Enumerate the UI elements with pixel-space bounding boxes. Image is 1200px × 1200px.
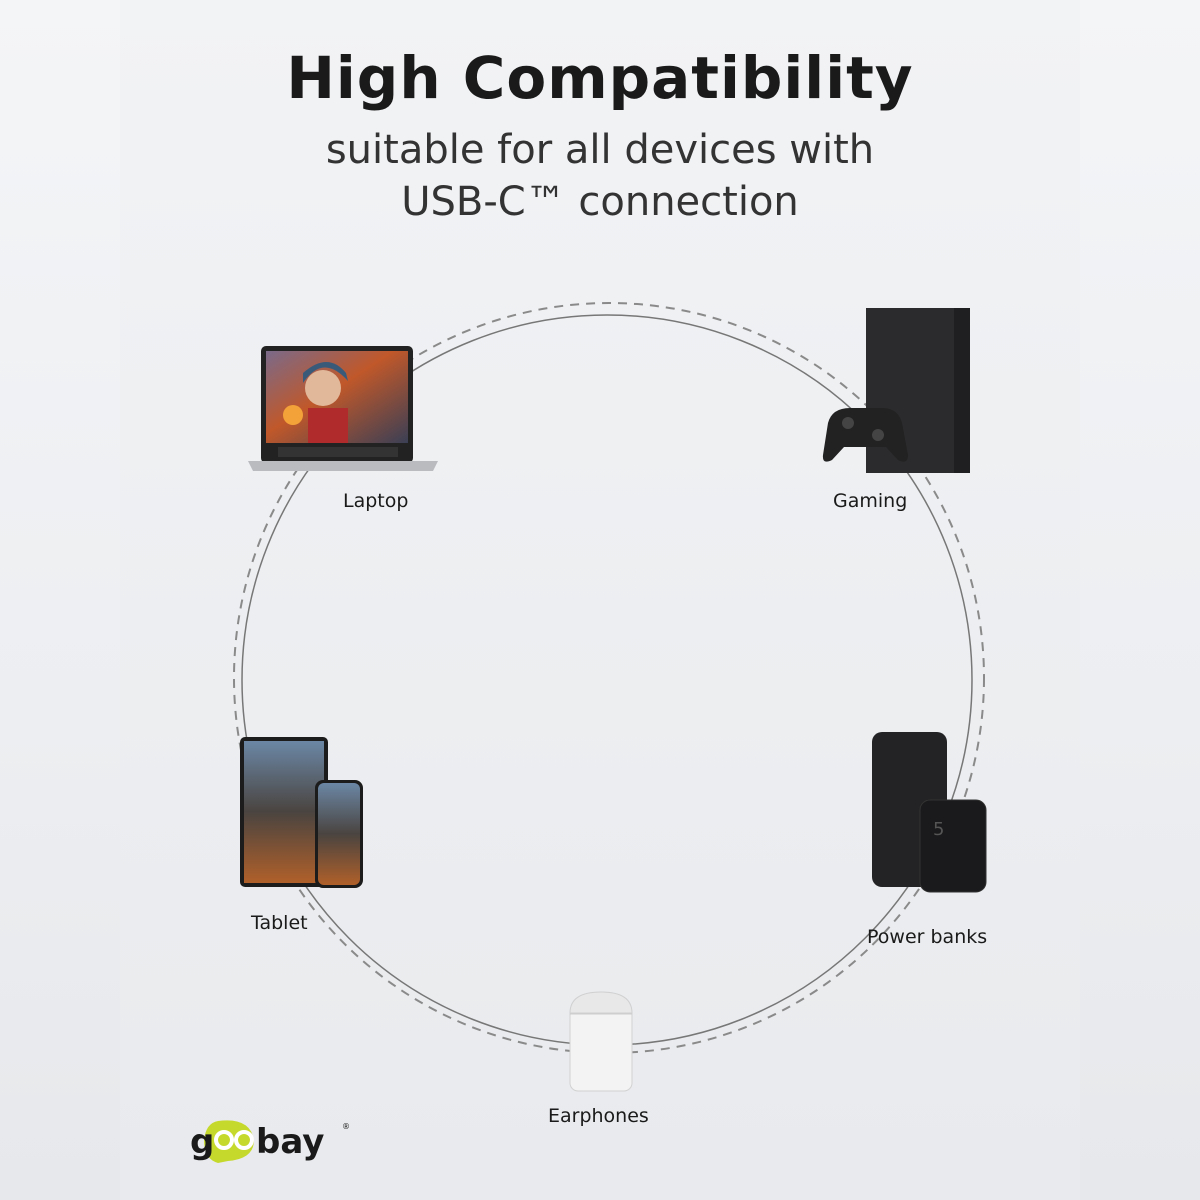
page-title: High Compatibility xyxy=(286,44,914,112)
subtitle-line-2: USB-C™ connection xyxy=(401,179,799,225)
tablet-phone-icon xyxy=(238,735,368,890)
goobay-logo: g bay ® xyxy=(188,1115,358,1165)
device-label-gaming: Gaming xyxy=(833,490,908,512)
laptop-icon xyxy=(248,343,438,473)
device-label-tablet: Tablet xyxy=(251,912,308,934)
device-label-power-banks: Power banks xyxy=(867,926,988,948)
earphones-icon xyxy=(566,988,638,1093)
power-bank-icon: 5 xyxy=(868,730,993,895)
device-label-laptop: Laptop xyxy=(343,490,409,512)
device-label-earphones: Earphones xyxy=(548,1105,649,1127)
subtitle-line-1: suitable for all devices with xyxy=(325,127,875,173)
svg-text:bay: bay xyxy=(256,1122,324,1162)
svg-text:®: ® xyxy=(342,1122,350,1131)
dashed-ring xyxy=(233,302,985,1054)
powerbank-capacity-text: 5 xyxy=(933,819,944,840)
svg-text:g: g xyxy=(190,1122,214,1162)
game-console-icon xyxy=(820,305,980,485)
